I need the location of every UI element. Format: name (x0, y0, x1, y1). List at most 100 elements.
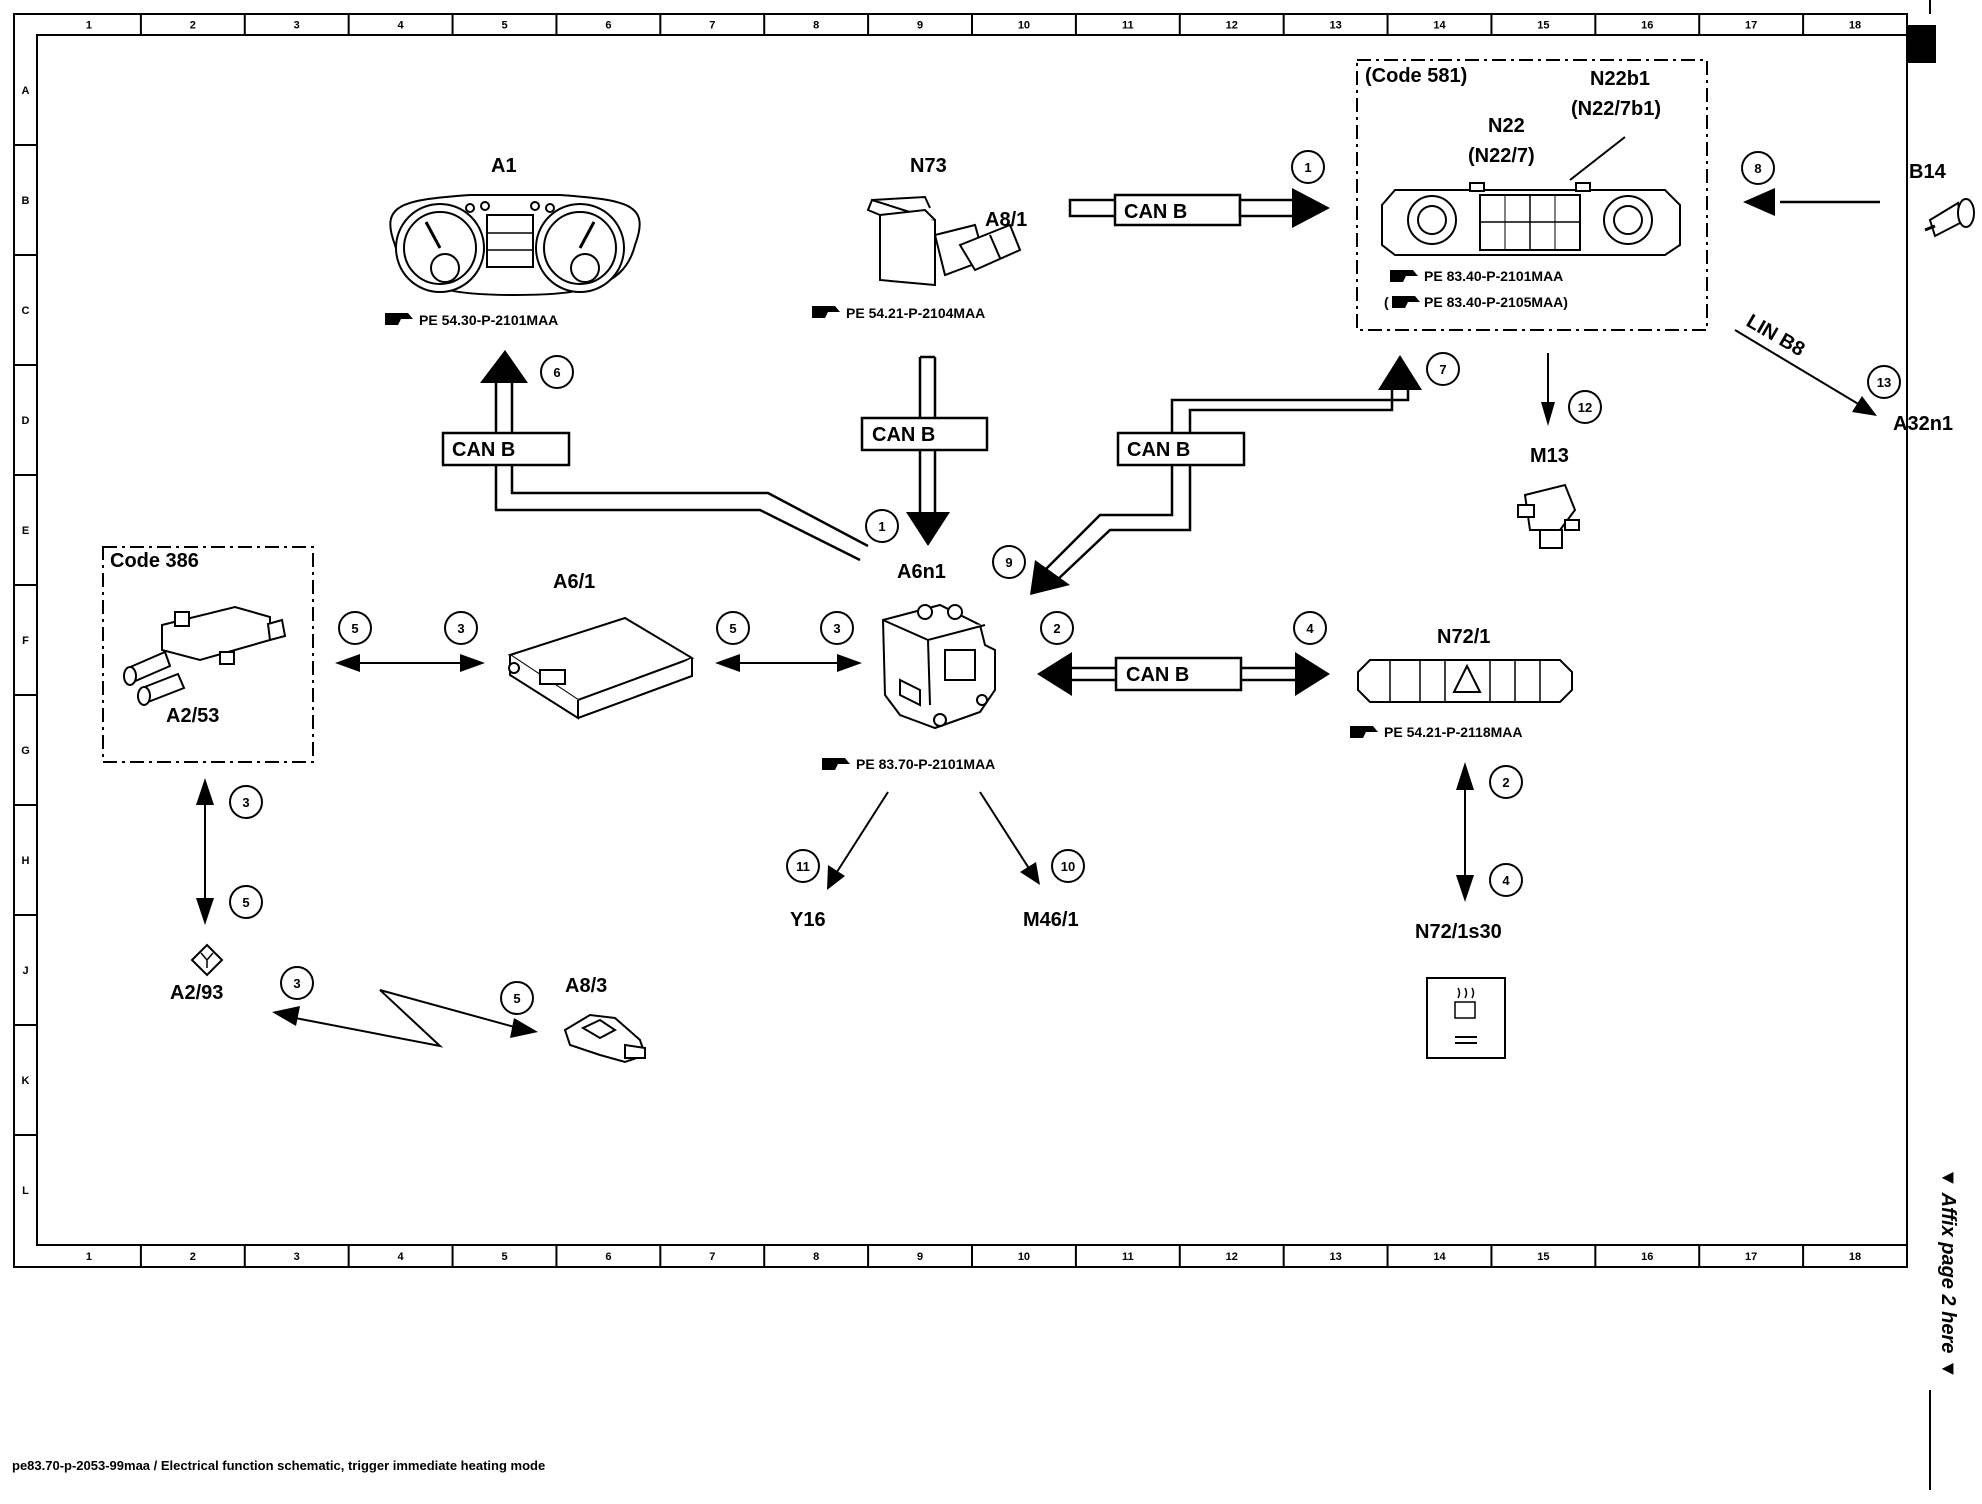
n22-7b1-label: (N22/7b1) (1571, 98, 1661, 120)
a293-label: A2/93 (170, 982, 223, 1004)
a6n1-reference: PE 83.70-P-2101MAA (856, 756, 995, 772)
grid-column-number: 18 (1849, 1251, 1861, 1263)
grid-column-number: 18 (1849, 20, 1861, 32)
a6n1-heater: A6n1 PE 83.70-P-2101MAA (822, 561, 996, 772)
n721-label: N72/1 (1437, 626, 1490, 648)
grid-column-number: 16 (1641, 20, 1653, 32)
grid-row-letter: L (22, 1185, 29, 1197)
links-a6n1-outputs: 11 Y16 10 M46/1 (786, 791, 1085, 931)
grid-row-letter: E (22, 525, 29, 537)
can-label: CAN B (1127, 439, 1190, 461)
reference-hand-icon (1390, 270, 1418, 282)
can-label: CAN B (872, 424, 935, 446)
grid-column-number: 14 (1433, 20, 1446, 32)
grid-column-number: 13 (1329, 1251, 1341, 1263)
grid-column-number: 7 (709, 1251, 715, 1263)
num-label: 8 (1754, 161, 1761, 176)
antenna-icon (190, 943, 224, 977)
num-label: 1 (878, 519, 885, 534)
grid-column-number: 11 (1122, 20, 1134, 32)
n22-label: N22 (1488, 115, 1525, 137)
can-label: CAN B (1126, 664, 1189, 686)
radio-link-a293-a83: 3 5 A8/3 (272, 966, 647, 1064)
num-label: 3 (457, 621, 464, 636)
num-label: 5 (351, 621, 358, 636)
a253-label: A2/53 (166, 705, 219, 727)
num-label: 1 (1304, 160, 1311, 175)
climate-control-panel-icon (1381, 182, 1681, 256)
n22-climate-control: (Code 581) N22b1 (N22/7b1) N22 (N22/7) P… (1356, 59, 1708, 331)
reference-hand-icon (812, 306, 840, 318)
grid-column-number: 6 (605, 20, 611, 32)
num-label: 12 (1578, 400, 1592, 415)
num-label: 3 (833, 621, 840, 636)
n721s30-label: N72/1s30 (1415, 921, 1502, 943)
n22-reference2-open: ( (1384, 294, 1389, 310)
ignition-switch-icon (866, 195, 1022, 287)
footer-caption: pe83.70-p-2053-99maa / Electrical functi… (12, 1458, 545, 1473)
grid-column-number: 12 (1226, 1251, 1238, 1263)
grid-column-number: 2 (190, 1251, 196, 1263)
grid-column-number: 3 (294, 1251, 300, 1263)
num-label: 6 (553, 365, 560, 380)
link-a253-a293: 3 5 A2/93 (170, 778, 263, 1004)
reference-hand-icon (1392, 296, 1420, 308)
can-bus-n73-to-n22: CAN B 1 (1068, 150, 1330, 228)
grid-row-letter: A (22, 85, 30, 97)
grid-column-number: 9 (917, 20, 923, 32)
grid-column-number: 16 (1641, 1251, 1653, 1263)
grid-column-number: 10 (1018, 1251, 1030, 1263)
b14-sensor: B14 8 (1741, 151, 1975, 238)
link-a253-a61: 5 3 (335, 611, 485, 672)
a61-module: A6/1 (507, 571, 695, 720)
a61-label: A6/1 (553, 571, 595, 593)
a1-reference: PE 54.30-P-2101MAA (419, 312, 558, 328)
n73-ignition-switch: N73 A8/1 PE 54.21-P-2104MAA (812, 155, 1027, 321)
a83-label: A8/3 (565, 975, 607, 997)
a253-box: Code 386 A2/53 (102, 546, 314, 763)
grid-row-letter: G (21, 745, 30, 757)
key-fob-icon (563, 1013, 647, 1064)
grid-column-number: 8 (813, 1251, 819, 1263)
m461-label: M46/1 (1023, 909, 1079, 931)
m13-label: M13 (1530, 445, 1569, 467)
grid-column-number: 17 (1745, 20, 1757, 32)
reference-hand-icon (822, 758, 850, 770)
grid-column-number: 5 (501, 20, 507, 32)
y16-label: Y16 (790, 909, 826, 931)
grid-column-number: 3 (294, 20, 300, 32)
grid-row-letter: B (22, 195, 30, 207)
n22-7-label: (N22/7) (1468, 145, 1535, 167)
a1-instrument-cluster: A1 PE 54.30-P-2101MAA (385, 155, 641, 328)
grid-column-number: 15 (1537, 1251, 1549, 1263)
grid-column-number: 8 (813, 20, 819, 32)
m13-pump: 12 M13 (1517, 353, 1602, 549)
n22b1-label: N22b1 (1590, 68, 1650, 90)
num-label: 3 (293, 976, 300, 991)
grid-row-letter: H (22, 855, 30, 867)
a6n1-label: A6n1 (897, 561, 946, 583)
num-label: 10 (1061, 859, 1075, 874)
grid-column-number: 1 (86, 1251, 92, 1263)
temperature-sensor-icon (1924, 198, 1975, 238)
reference-hand-icon (385, 313, 413, 325)
grid-row-letter: C (22, 305, 30, 317)
num-label: 4 (1306, 621, 1314, 636)
grid-columns: 1122334455667788991010111112121313141415… (86, 14, 1861, 1267)
num-label: 5 (513, 991, 520, 1006)
heater-button-icon (1426, 977, 1506, 1059)
grid-column-number: 5 (501, 1251, 507, 1263)
a32n1-label: A32n1 (1893, 413, 1953, 435)
a1-label: A1 (491, 155, 517, 177)
switch-panel-icon (1357, 659, 1573, 703)
num-label: 5 (242, 895, 249, 910)
pump-icon (1517, 483, 1580, 549)
n22-reference: PE 83.40-P-2101MAA (1424, 268, 1563, 284)
reference-hand-icon (1350, 726, 1378, 738)
can-bus-a6n1-to-n721: CAN B 2 4 (1037, 611, 1330, 696)
grid-column-number: 10 (1018, 20, 1030, 32)
grid-column-number: 11 (1122, 1251, 1134, 1263)
b14-label: B14 (1909, 161, 1947, 183)
